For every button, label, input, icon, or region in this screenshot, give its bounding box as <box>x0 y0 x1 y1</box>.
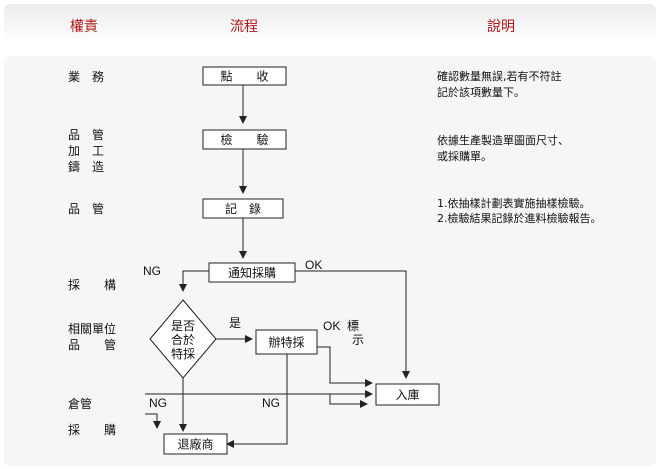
header-bar <box>4 4 656 42</box>
step-record-label: 記 錄 <box>225 201 261 216</box>
role-warehouse: 倉管 <box>68 396 92 411</box>
step-return-box: 退廠商 <box>163 433 228 455</box>
role-related-line1: 相關單位 <box>68 321 116 336</box>
role-qc-line2: 加 工 <box>68 144 104 158</box>
role-qc2: 品 管 <box>68 201 104 216</box>
step-count-label: 點 收 <box>220 70 268 84</box>
header-responsibility: 權責 <box>70 19 98 35</box>
step-count-box: 點 收 <box>202 66 287 86</box>
note-inspect-line2: 或採購單。 <box>437 149 492 163</box>
flow-label-ng-left: NG <box>149 396 167 410</box>
flow-label-yes: 是 <box>229 316 241 330</box>
note-count-line2: 記於該項數量下。 <box>437 85 525 99</box>
step-return-label: 退廠商 <box>177 437 213 452</box>
note-record-line1: 1.依抽樣計劃表實施抽樣檢驗。 <box>437 196 591 210</box>
arrow-warehouse-branch <box>329 394 368 408</box>
flow-label-mark-line1: 標 <box>347 319 359 333</box>
step-special-label: 辦特採 <box>268 335 304 350</box>
flow-label-mark-line2: 示 <box>352 333 364 347</box>
arrow-special-ng <box>226 354 288 448</box>
role-qc-line1: 品 管 <box>68 127 104 142</box>
role-business: 業 務 <box>68 70 104 84</box>
step-notify-box: 通知採購 <box>208 262 296 283</box>
step-inspect-box: 檢 驗 <box>202 129 287 150</box>
step-inspect-label: 檢 驗 <box>220 132 268 147</box>
note-inspect-line1: 依據生產製造單圖面尺寸、 <box>437 133 569 147</box>
header-description: 說明 <box>487 18 515 35</box>
arrow-purchase-to-return <box>145 413 161 429</box>
flow-label-ng-right: NG <box>262 396 280 410</box>
note-count-line1: 確認數量無誤,若有不符註 <box>437 69 562 83</box>
decision-label-line1: 是否 <box>171 319 195 333</box>
step-record-box: 記 錄 <box>202 198 284 219</box>
role-purchase: 採 構 <box>68 278 116 292</box>
decision-label-line2: 合於 <box>171 332 195 347</box>
role-qc-line3: 鑄 造 <box>68 159 104 174</box>
flow-label-ok-top: OK <box>305 258 322 272</box>
arrow-notify-ok <box>295 270 410 379</box>
arrow-notify-ng <box>179 270 209 292</box>
step-stock-in-box: 入庫 <box>375 383 440 406</box>
decision-diamond: 是否 合於 特採 <box>149 299 217 379</box>
flow-label-ok-mid: OK <box>323 319 340 333</box>
decision-label-line3: 特採 <box>171 346 195 361</box>
arrow-special-ok <box>317 346 373 387</box>
flow-label-ng-top: NG <box>143 264 161 278</box>
role-related-line2: 品 管 <box>68 337 116 352</box>
step-special-box: 辦特採 <box>255 329 318 355</box>
step-stock-in-label: 入庫 <box>395 388 419 402</box>
role-purchase2: 採 購 <box>68 423 116 437</box>
header-process: 流程 <box>230 19 258 35</box>
note-record-line2: 2.檢驗結果記錄於進料檢驗報告。 <box>437 211 602 225</box>
step-notify-label: 通知採購 <box>228 266 276 280</box>
